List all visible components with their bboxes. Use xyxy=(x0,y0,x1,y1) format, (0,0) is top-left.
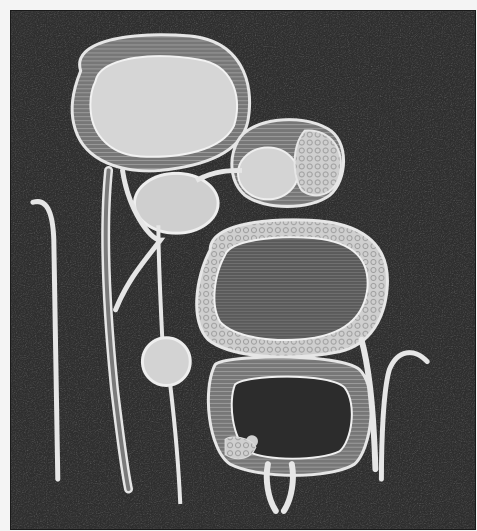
large-right-sac-inner xyxy=(214,237,367,340)
lower-small-ball xyxy=(142,338,190,386)
upper-large-sac-inner xyxy=(90,56,237,157)
illustration-panel xyxy=(10,10,476,530)
small-middle-oval xyxy=(134,173,218,233)
right-sac-oval xyxy=(238,148,298,200)
anatomical-illustration xyxy=(11,11,475,529)
